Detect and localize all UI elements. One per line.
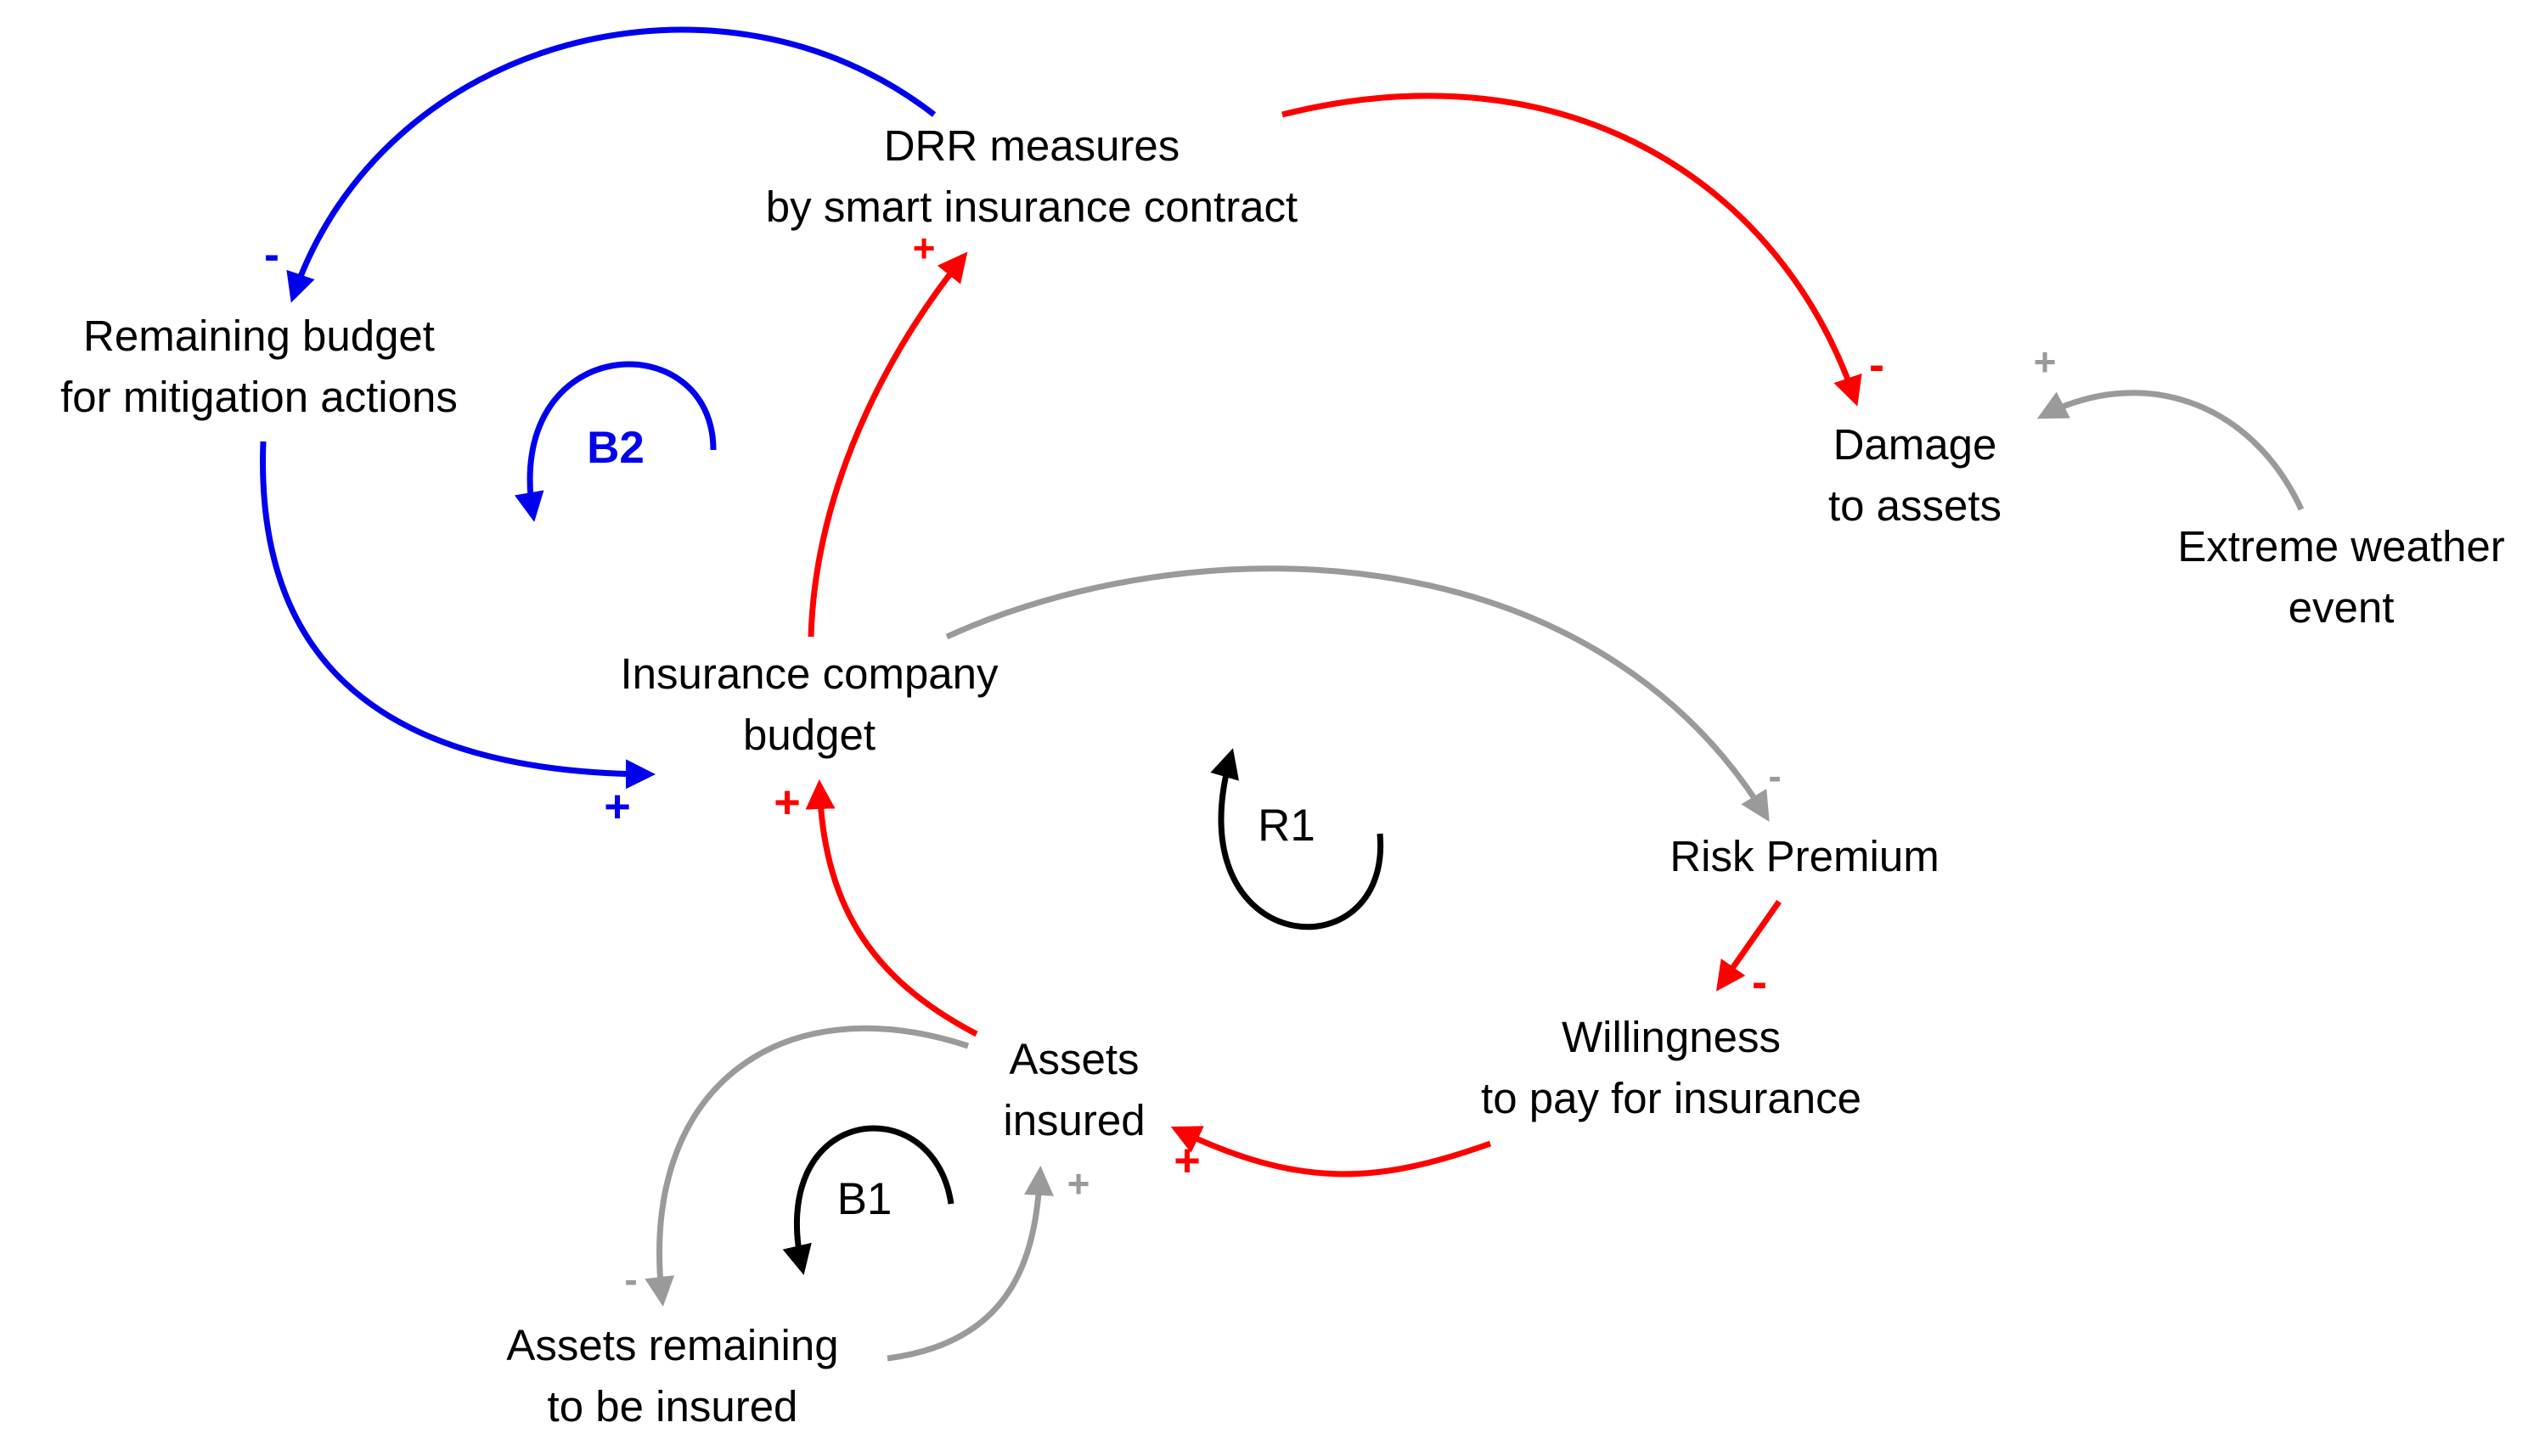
node-risk-premium: Risk Premium (1669, 826, 1939, 887)
link-drr-to-remaining-budget (286, 26, 937, 303)
node-assets-remaining: Assets remaining to be insured (506, 1315, 838, 1437)
node-remaining-budget-line-1: Remaining budget (83, 312, 435, 360)
polarity-weather-to-damage: + (2034, 340, 2057, 384)
node-remaining-budget: Remaining budget for mitigation actions (60, 306, 458, 428)
node-willingness-line-1: Willingness (1562, 1013, 1781, 1061)
node-risk-premium-line-1: Risk Premium (1669, 832, 1940, 880)
link-remaining-budget-to-insurance-budget (260, 441, 656, 790)
polarity-drr-to-damage: - (1869, 340, 1884, 391)
node-insurance-budget: Insurance company budget (620, 644, 998, 766)
node-damage-line-2: to assets (1827, 481, 2002, 530)
node-damage-line-1: Damage (1833, 420, 1997, 469)
polarity-remaining-budget-to-insurance-budget: + (604, 781, 631, 832)
loop-r1-label: R1 (1258, 801, 1315, 851)
link-insurance-budget-to-drr (808, 251, 968, 638)
polarity-assets-insured-to-assets-remaining: - (624, 1257, 637, 1301)
polarity-insurance-budget-to-risk-premium: - (1768, 754, 1781, 798)
node-damage-to-assets: Damage to assets (1828, 414, 2002, 537)
node-assets-insured-line-2: insured (1003, 1096, 1146, 1144)
polarity-willingness-to-assets-insured: + (1174, 1135, 1201, 1186)
polarity-assets-insured-to-insurance-budget: + (774, 777, 801, 828)
node-willingness-to-pay: Willingness to pay for insurance (1481, 1007, 1861, 1129)
link-assets-insured-to-assets-remaining (645, 1025, 970, 1307)
polarity-assets-remaining-to-assets-insured: + (1067, 1161, 1090, 1206)
node-willingness-line-2: to pay for insurance (1481, 1074, 1861, 1122)
link-drr-to-damage (1281, 93, 1862, 407)
loop-r1-arrow-icon (1210, 748, 1384, 930)
link-risk-premium-to-willingness (1715, 899, 1782, 992)
node-assets-remaining-line-1: Assets remaining (506, 1321, 839, 1369)
polarity-insurance-budget-to-drr: + (913, 226, 936, 270)
node-assets-insured: Assets insured (1003, 1029, 1145, 1151)
node-assets-remaining-line-2: to be insured (547, 1382, 798, 1431)
node-drr-line-2: by smart insurance contract (765, 183, 1298, 231)
node-insurance-budget-line-2: budget (743, 711, 876, 759)
node-extreme-weather-line-1: Extreme weather (2177, 522, 2505, 571)
node-extreme-weather-line-2: event (2288, 583, 2395, 632)
link-insurance-budget-to-risk-premium (945, 565, 1770, 822)
link-weather-to-damage (2036, 390, 2305, 511)
polarity-risk-premium-to-willingness: - (1752, 957, 1767, 1008)
loop-b2-label: B2 (587, 423, 645, 473)
polarity-drr-to-remaining-budget: - (264, 229, 279, 280)
link-assets-remaining-to-assets-insured (887, 1166, 1054, 1362)
node-drr-line-1: DRR measures (883, 121, 1180, 170)
link-assets-insured-to-insurance-budget (805, 779, 978, 1037)
node-insurance-budget-line-1: Insurance company (620, 649, 999, 698)
node-remaining-budget-line-2: for mitigation actions (60, 373, 458, 421)
node-extreme-weather: Extreme weather event (2177, 516, 2505, 638)
node-drr-measures: DRR measures by smart insurance contract (766, 115, 1298, 238)
loop-b1-label: B1 (837, 1174, 892, 1224)
link-willingness-to-assets-insured (1170, 1126, 1492, 1178)
loop-b1-arrow-icon (782, 1125, 954, 1275)
node-assets-insured-line-1: Assets (1009, 1035, 1140, 1083)
loop-b2-arrow-icon (514, 361, 717, 522)
